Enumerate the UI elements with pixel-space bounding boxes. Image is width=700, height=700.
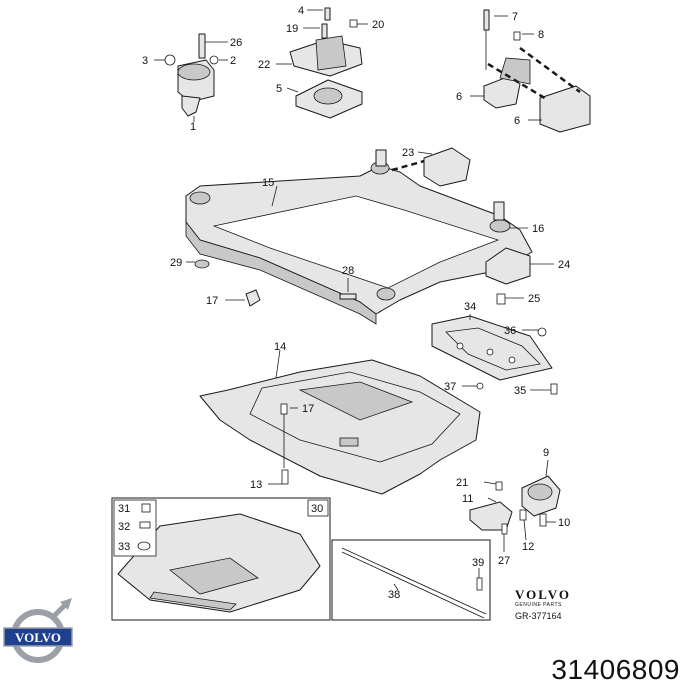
callout-4: 4	[298, 5, 304, 17]
lower-mount-assembly	[469, 459, 561, 552]
callout-39: 39	[472, 557, 484, 569]
callout-17-upper: 17	[206, 295, 218, 307]
inset-box-38	[331, 539, 491, 621]
callout-7: 7	[512, 11, 518, 23]
logo-wordmark: VOLVO	[15, 630, 61, 645]
trim-strip-38	[341, 547, 487, 615]
callout-30: 30	[311, 503, 323, 515]
clip-39	[476, 577, 483, 591]
callout-34: 34	[464, 301, 476, 313]
callout-27: 27	[498, 555, 510, 567]
brand-block: VOLVO GENUINE PARTS GR-377164	[515, 587, 571, 621]
subframe-15	[185, 149, 533, 325]
bolt-13	[281, 469, 289, 485]
clip-37	[476, 382, 484, 390]
callout-8: 8	[538, 29, 544, 41]
callout-29: 29	[170, 257, 182, 269]
clip-36	[537, 327, 547, 337]
callout-28: 28	[342, 265, 354, 277]
callout-labels: 1 2 3 4 5 6 6 7 8 9 10 11 12 13 14 15 16…	[118, 5, 570, 601]
callout-37: 37	[444, 381, 456, 393]
callout-38: 38	[388, 589, 400, 601]
callout-25: 25	[528, 293, 540, 305]
callout-22: 22	[258, 59, 270, 71]
callout-26: 26	[230, 37, 242, 49]
mount-plate-5-core	[313, 87, 343, 105]
nut-17-lower	[280, 403, 288, 415]
callout-14: 14	[274, 341, 286, 353]
bracket-24	[485, 247, 531, 285]
callout-9: 9	[543, 447, 549, 459]
callout-19: 19	[286, 23, 298, 35]
callout-1: 1	[190, 121, 196, 133]
bracket-6-lower	[539, 85, 591, 133]
callout-11: 11	[462, 493, 473, 505]
volvo-logo: VOLVO	[3, 598, 73, 663]
callout-15: 15	[262, 177, 274, 189]
callout-10: 10	[558, 517, 570, 529]
mount-bracket-1	[181, 95, 201, 117]
underbody-panel-14	[199, 349, 481, 495]
legend-icon-32	[139, 521, 151, 529]
diagram-reference-code: GR-377164	[515, 611, 562, 621]
subframe-lower-edge	[185, 220, 377, 325]
subframe-bushing-16	[489, 219, 511, 233]
subframe-bushing-front-right	[376, 287, 396, 301]
nut-17-upper	[245, 289, 261, 307]
callout-6-upper: 6	[456, 91, 462, 103]
legend-icon-31	[141, 503, 151, 513]
callout-24: 24	[558, 259, 570, 271]
mount-top-1	[177, 63, 211, 81]
inset-box-30	[111, 497, 331, 621]
subframe-cutout	[212, 195, 500, 289]
engine-mount-assembly	[154, 33, 228, 122]
callout-36: 36	[504, 325, 516, 337]
bolt-19	[321, 23, 328, 39]
bolt-8	[513, 31, 521, 41]
bolt-4	[324, 7, 331, 21]
callout-13: 13	[250, 479, 262, 491]
brand-wordmark: VOLVO	[515, 587, 571, 602]
bolt-25	[496, 293, 506, 305]
upper-bracket-assembly	[276, 7, 368, 119]
panel-14-outline	[199, 359, 481, 495]
callout-23: 23	[402, 147, 414, 159]
clip-28	[339, 293, 357, 300]
washer-29	[194, 259, 210, 269]
callout-12: 12	[522, 541, 534, 553]
bolt-7	[483, 9, 490, 31]
nut-20	[349, 19, 358, 28]
subframe-bushing-front-left	[189, 191, 211, 205]
label-frame-30	[307, 499, 329, 517]
callout-17-lower: 17	[302, 403, 314, 415]
bolt-35	[550, 383, 558, 395]
callout-16: 16	[532, 223, 544, 235]
callout-35: 35	[514, 385, 526, 397]
callout-6-lower: 6	[514, 115, 520, 127]
stud-26	[198, 33, 206, 59]
nut-2	[209, 55, 219, 65]
bolt-27	[501, 523, 508, 535]
callout-3: 3	[142, 55, 148, 67]
splash-shield-34	[431, 315, 553, 381]
callout-33: 33	[118, 541, 130, 553]
bolt-10	[539, 513, 547, 527]
rear-mount-brackets	[470, 9, 591, 133]
bolt-3	[164, 54, 176, 66]
legend-icon-33	[137, 541, 151, 551]
callout-20: 20	[372, 19, 384, 31]
callout-31: 31	[118, 503, 130, 515]
bracket-22-center	[315, 35, 347, 71]
callout-2: 2	[230, 55, 236, 67]
callout-21: 21	[456, 477, 468, 489]
bolt-12	[519, 509, 527, 521]
bracket-23	[423, 147, 471, 187]
brand-subtitle: GENUINE PARTS	[515, 602, 562, 608]
callout-5: 5	[276, 83, 282, 95]
part-number: 31406809	[551, 654, 680, 685]
callout-32: 32	[118, 521, 130, 533]
bolt-21	[495, 481, 503, 491]
